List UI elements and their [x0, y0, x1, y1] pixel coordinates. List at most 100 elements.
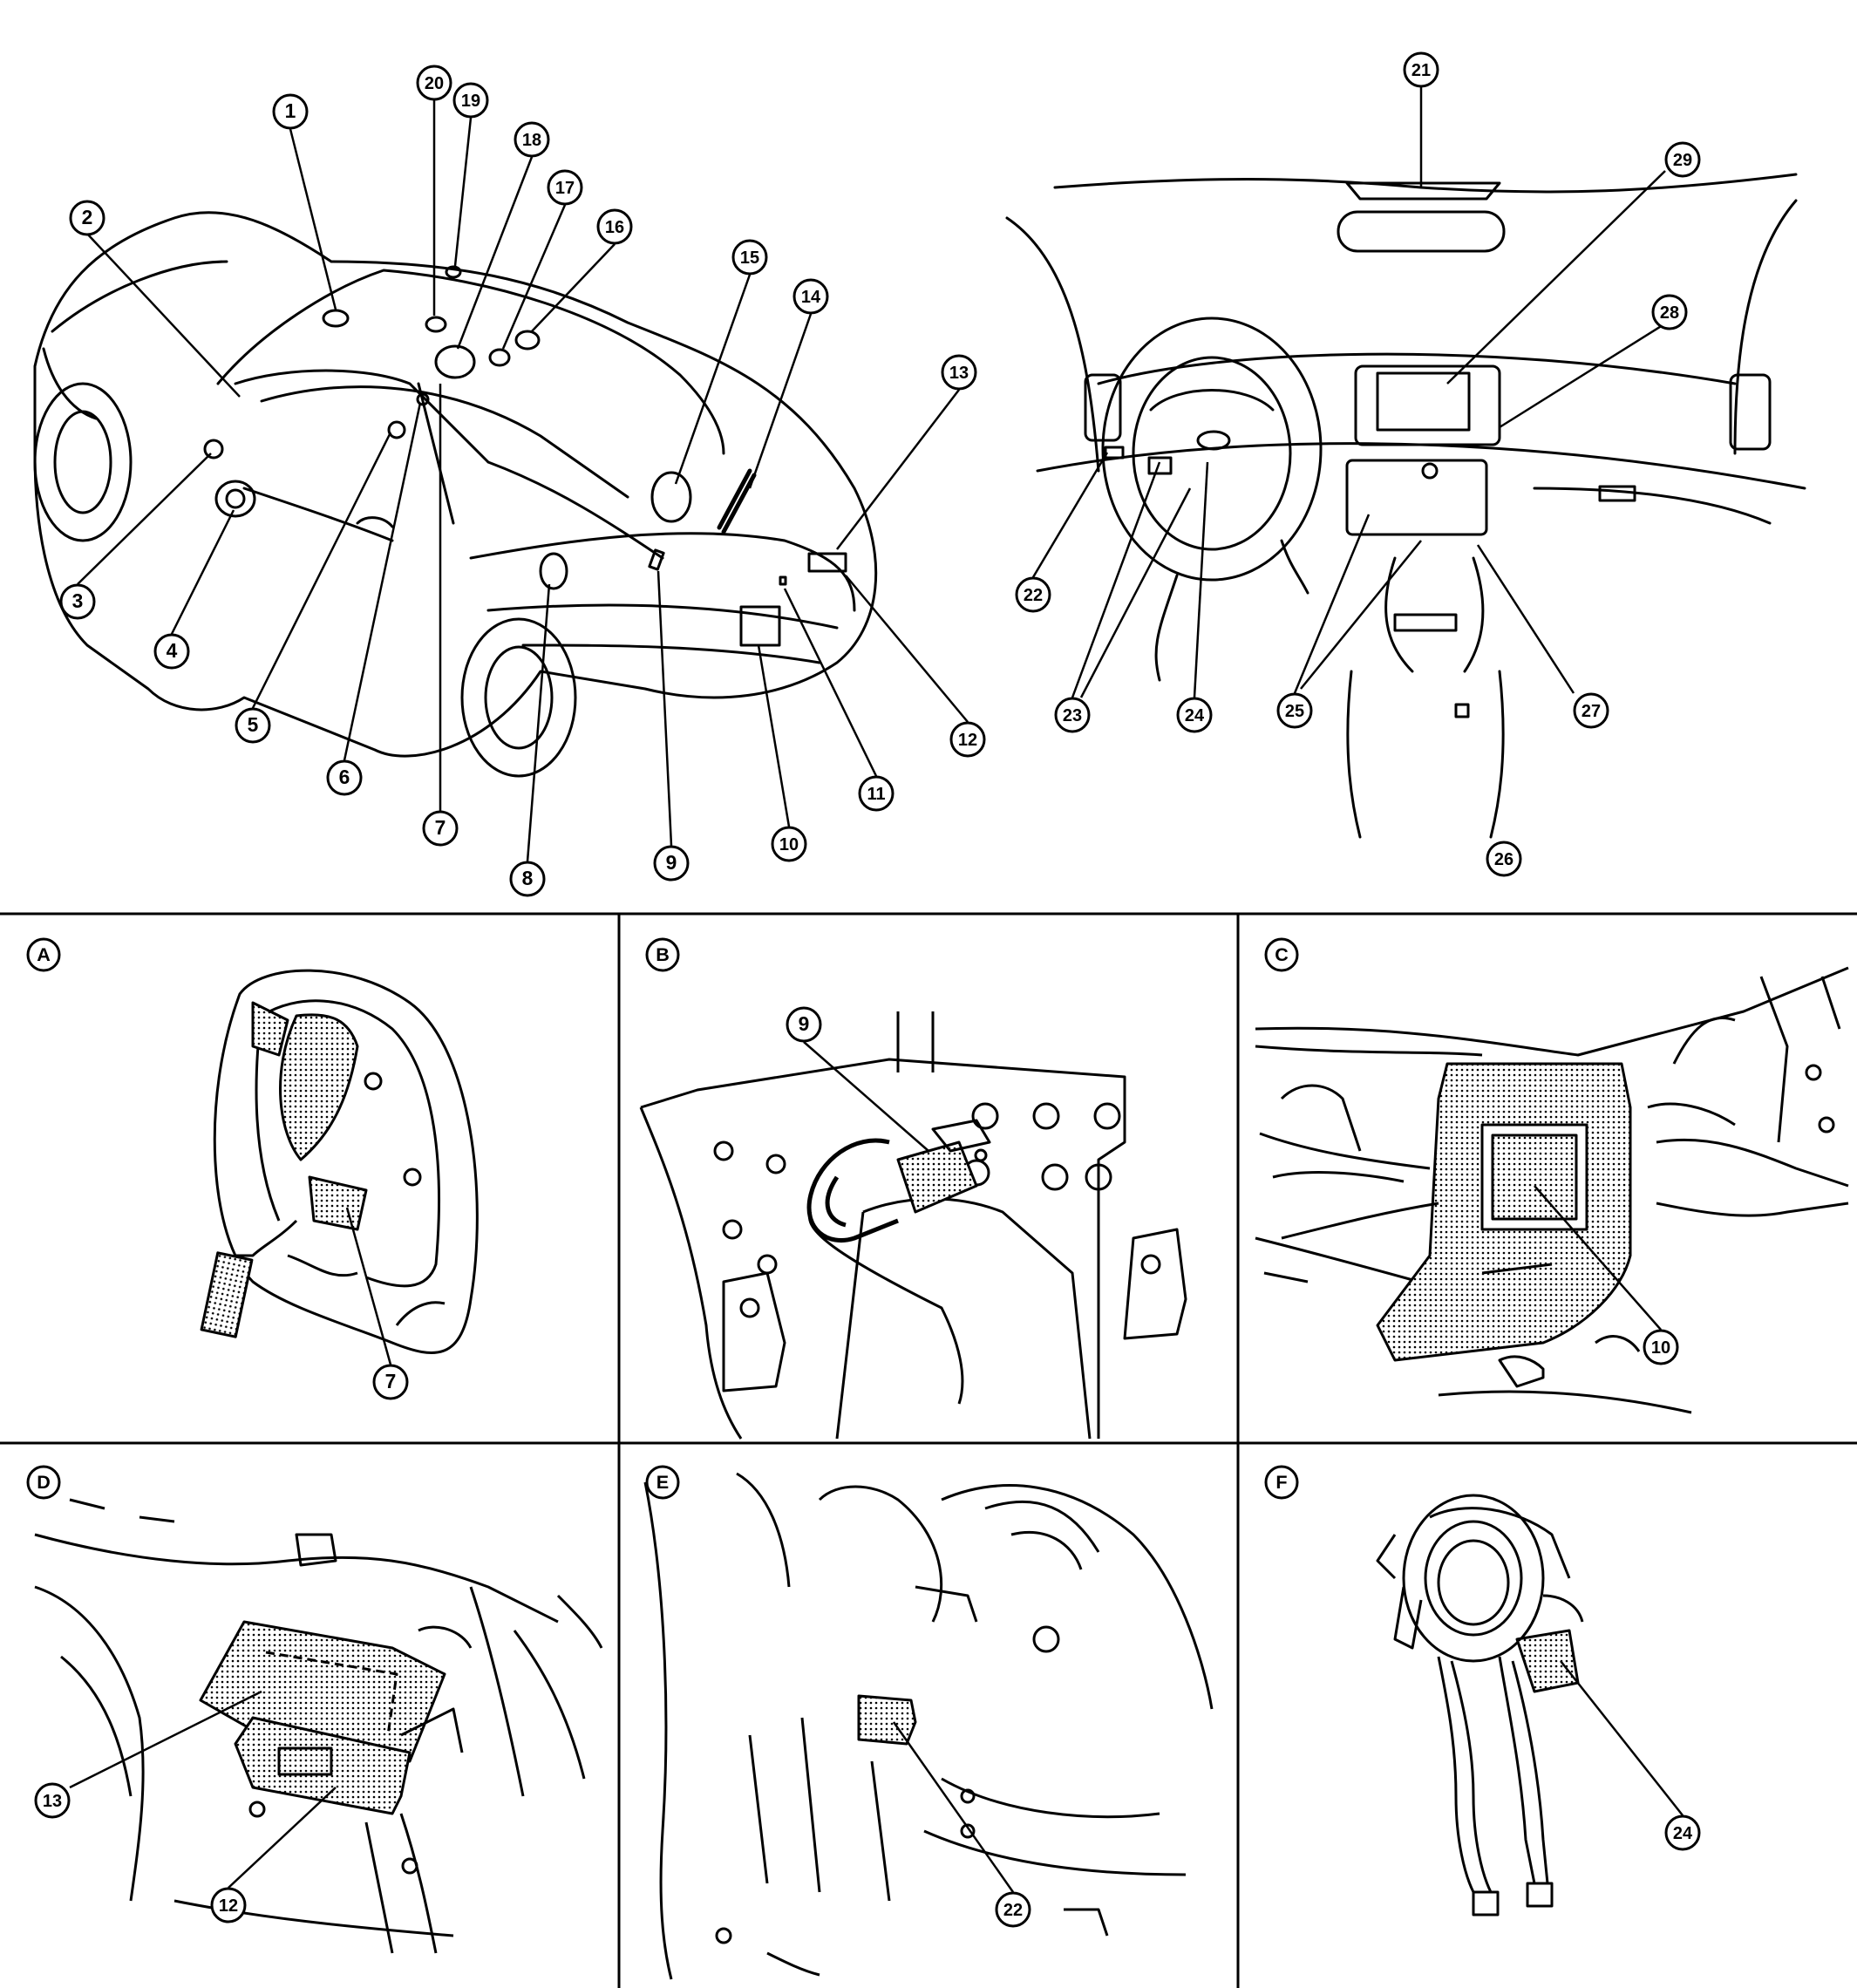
- panel-d-callout-12-circle: [210, 1887, 247, 1923]
- callout-23-circle: [1054, 697, 1091, 733]
- callout-9: 9: [653, 845, 690, 882]
- callout-14: 14: [792, 278, 829, 315]
- callout-9-circle: [653, 845, 690, 882]
- callout-22-label: 22: [1024, 586, 1043, 605]
- callout-1-label: 1: [285, 99, 296, 122]
- panel-b-callout-9: 9: [786, 1006, 822, 1043]
- callout-10-label: 10: [779, 835, 799, 854]
- callout-29: 29: [1664, 141, 1701, 178]
- callout-15-label: 15: [740, 248, 759, 268]
- panel-letter-c-circle: [1264, 937, 1299, 972]
- callout-28: 28: [1651, 294, 1688, 330]
- callout-21-label: 21: [1411, 61, 1431, 80]
- callout-29-label: 29: [1673, 151, 1692, 170]
- callout-8: 8: [509, 861, 546, 897]
- callout-26-circle: [1486, 841, 1522, 877]
- panel-b-callout-9-label: 9: [799, 1012, 810, 1035]
- panel-a-drawing: [200, 969, 479, 1354]
- callout-28-circle: [1651, 294, 1688, 330]
- panel-f-callout-24-label: 24: [1673, 1824, 1692, 1843]
- panel-e-callout-22-circle: [995, 1891, 1031, 1928]
- callout-22: 22: [1015, 576, 1051, 613]
- callout-15-circle: [731, 239, 768, 276]
- callout-17-circle: [547, 169, 583, 206]
- panel-letter-a-label: A: [37, 943, 51, 965]
- callout-13-circle: [941, 354, 977, 391]
- callout-3-label: 3: [72, 589, 84, 612]
- panel-e-drawing: [643, 1472, 1214, 1980]
- panel-letter-b-circle: [645, 937, 680, 972]
- callout-5: 5: [235, 707, 271, 744]
- panel-d-callout-13: 13: [34, 1782, 71, 1819]
- callout-6: 6: [326, 759, 363, 796]
- panel-letter-d-circle: [26, 1465, 61, 1500]
- panel-b-drawing: [639, 1011, 1187, 1440]
- interior-dashboard-drawing: [1005, 173, 1806, 839]
- callout-11: 11: [858, 775, 894, 812]
- panel-e-callout-22: 22: [995, 1891, 1031, 1928]
- panel-f-leader: [1560, 1660, 1684, 1816]
- callout-27-label: 27: [1582, 702, 1601, 721]
- callout-25-label: 25: [1285, 702, 1304, 721]
- callout-26: 26: [1486, 841, 1522, 877]
- panel-letter-f-label: F: [1275, 1471, 1287, 1493]
- callout-20-circle: [416, 65, 452, 101]
- callout-12: 12: [949, 721, 986, 758]
- callout-14-circle: [792, 278, 829, 315]
- panel-letter-f-circle: [1264, 1465, 1299, 1500]
- callout-19: 19: [452, 82, 489, 119]
- panel-a-callout-7-label: 7: [385, 1370, 397, 1392]
- car-exterior-drawing: [33, 211, 878, 778]
- callout-25-circle: [1276, 692, 1313, 729]
- panel-a-callout-7: 7: [372, 1364, 409, 1400]
- panel-a-callout-7-circle: [372, 1364, 409, 1400]
- callout-25: 25: [1276, 692, 1313, 729]
- panel-letter-e: E: [645, 1465, 680, 1500]
- callout-13-label: 13: [949, 364, 969, 383]
- callout-18-circle: [514, 121, 550, 158]
- callout-18-label: 18: [522, 131, 541, 150]
- panel-e-leader: [892, 1721, 1015, 1893]
- callout-26-label: 26: [1494, 850, 1513, 869]
- callout-27-circle: [1573, 692, 1609, 729]
- panel-letter-b-label: B: [656, 943, 670, 965]
- callout-4-label: 4: [167, 639, 178, 662]
- callout-2-circle: [69, 200, 105, 236]
- panel-letter-a-circle: [26, 937, 61, 972]
- callout-24-label: 24: [1185, 706, 1204, 725]
- callout-3-circle: [59, 583, 96, 620]
- panel-c-callout-10-label: 10: [1651, 1338, 1670, 1358]
- callout-1: 1: [272, 93, 309, 130]
- callout-19-label: 19: [461, 92, 480, 111]
- callout-8-label: 8: [522, 867, 534, 889]
- panel-letter-a: A: [26, 937, 61, 972]
- panel-b-callout-9-circle: [786, 1006, 822, 1043]
- panel-letter-d-label: D: [37, 1471, 51, 1493]
- callout-7-label: 7: [435, 816, 446, 839]
- callout-2-label: 2: [82, 206, 93, 228]
- panel-letter-f: F: [1264, 1465, 1299, 1500]
- panel-c-callout-10-circle: [1643, 1329, 1679, 1365]
- callout-1-circle: [272, 93, 309, 130]
- panel-letter-c-label: C: [1275, 943, 1289, 965]
- callout-7-circle: [422, 810, 459, 847]
- callout-21-circle: [1403, 51, 1439, 88]
- panel-d-leaders: [69, 1690, 337, 1889]
- callout-24: 24: [1176, 697, 1213, 733]
- callout-21: 21: [1403, 51, 1439, 88]
- callout-23: 23: [1054, 697, 1091, 733]
- panel-f-callout-24: 24: [1664, 1814, 1701, 1851]
- panel-c-leader: [1534, 1185, 1662, 1331]
- panel-c-drawing: [1255, 966, 1849, 1414]
- callout-11-label: 11: [867, 785, 885, 804]
- panel-b-leader: [803, 1041, 929, 1152]
- callout-7: 7: [422, 810, 459, 847]
- callout-8-circle: [509, 861, 546, 897]
- panel-f-callout-24-circle: [1664, 1814, 1701, 1851]
- panel-d-callout-12: 12: [210, 1887, 247, 1923]
- callout-10: 10: [771, 826, 807, 862]
- panel-grid-lines: [0, 912, 1857, 1988]
- callout-10-circle: [771, 826, 807, 862]
- callout-28-label: 28: [1660, 303, 1679, 323]
